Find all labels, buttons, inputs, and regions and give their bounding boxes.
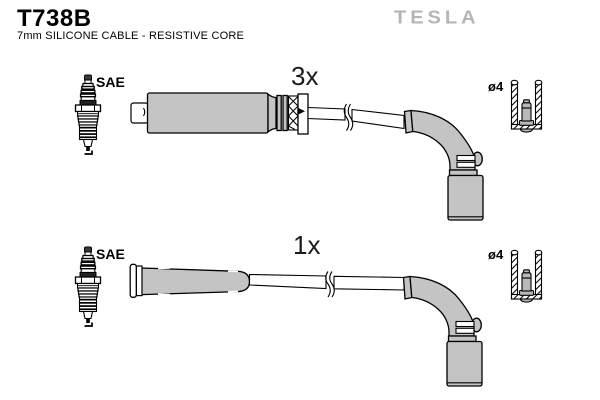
cable-spec-subtitle: 7mm SILICONE CABLE - RESISTIVE CORE: [17, 30, 245, 42]
tesla-logo: TESLA: [394, 8, 480, 29]
cable-break-icon: [343, 103, 354, 131]
quantity-label-row1: 3x: [291, 61, 319, 91]
ignition-coil-connector-icon: [130, 92, 309, 135]
cable-row1: [307, 103, 405, 131]
elbow-boot-icon: [402, 275, 483, 387]
row1-cable-assembly: [74, 74, 543, 221]
part-number: T738B: [17, 5, 92, 32]
sae-label-row2: SAE: [96, 246, 125, 262]
spark-plug-icon: [74, 74, 102, 155]
sae-label-row1: SAE: [96, 74, 125, 90]
cable-row2: [248, 271, 405, 298]
terminal-diameter-label-row2: ø4: [488, 247, 504, 262]
spark-plug-icon: [74, 246, 102, 327]
elbow-boot-icon: [403, 109, 484, 221]
terminal-diameter-label-row1: ø4: [488, 79, 504, 94]
cable-break-icon: [325, 271, 335, 298]
row2-cable-assembly: [74, 246, 543, 387]
quantity-label-row2: 1x: [293, 230, 321, 260]
terminal-cap-icon: [510, 249, 543, 303]
terminal-cap-icon: [510, 79, 543, 133]
straight-boot-icon: [129, 263, 251, 298]
